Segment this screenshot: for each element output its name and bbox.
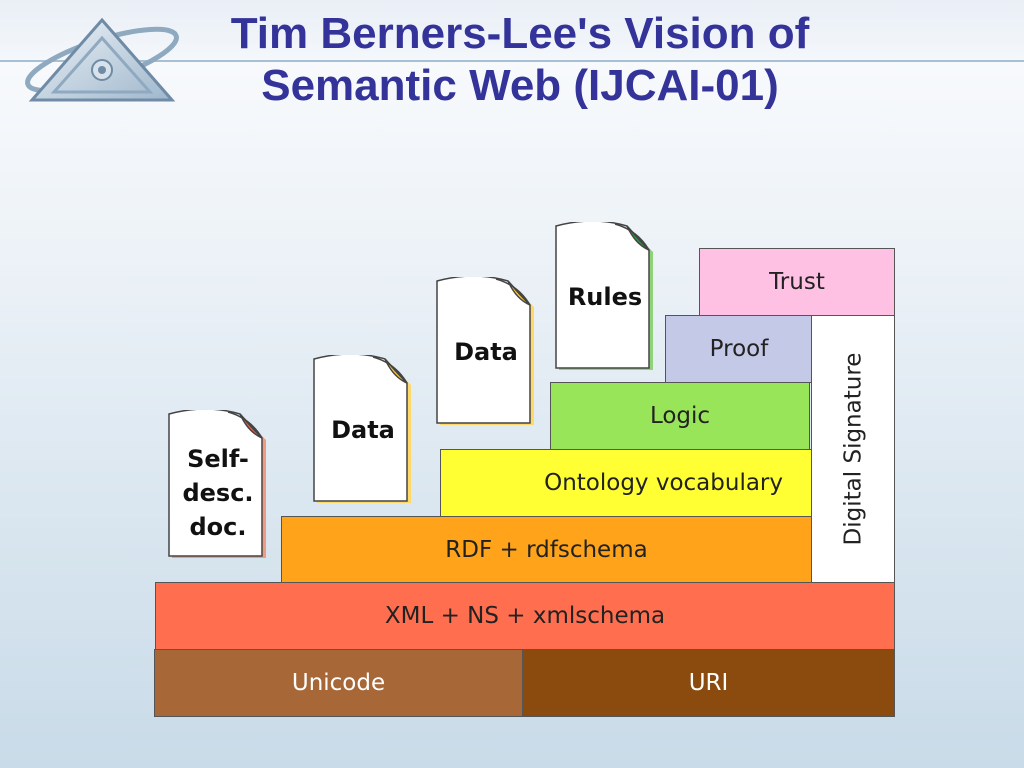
layer-uri-label: URI (688, 670, 729, 696)
layer-xml-ns-xmlschema: XML + NS + xmlschema (155, 582, 895, 650)
doc-data-2-label: Data (454, 338, 518, 366)
layer-uri: URI (522, 649, 895, 717)
layer-trust-label: Trust (769, 269, 825, 295)
title-divider (0, 60, 1024, 62)
layer-proof: Proof (665, 315, 813, 383)
doc-data-1: Data (313, 355, 413, 505)
layer-logic-label: Logic (649, 403, 711, 429)
layer-digital-signature-label: Digital Signature (840, 352, 866, 546)
slide-title-line-2: Semantic Web (IJCAI-01) (261, 61, 779, 110)
layer-unicode: Unicode (154, 649, 523, 717)
layer-proof-label: Proof (709, 336, 769, 362)
document-icon (555, 222, 653, 370)
slide-title-line-1: Tim Berners-Lee's Vision of (230, 9, 810, 58)
document-icon (168, 410, 266, 558)
doc-data-1-label: Data (331, 416, 395, 444)
doc-self-desc-label: Self- desc. doc. (182, 445, 254, 541)
layer-ontology-label: Ontology vocabulary (544, 470, 783, 496)
slide-title: Tim Berners-Lee's Vision of Semantic Web… (170, 8, 870, 112)
doc-rules: Rules (555, 222, 655, 372)
doc-data-2: Data (436, 277, 536, 427)
layer-xml-label: XML + NS + xmlschema (384, 603, 666, 629)
layer-ontology-vocabulary: Ontology vocabulary (440, 449, 812, 517)
layer-rdf-label: RDF + rdfschema (445, 537, 648, 563)
layer-digital-signature: Digital Signature (811, 315, 895, 583)
layer-trust: Trust (699, 248, 895, 316)
document-icon (313, 355, 411, 503)
layer-unicode-label: Unicode (291, 670, 386, 696)
document-icon (436, 277, 534, 425)
doc-self-desc: Self- desc. doc. (168, 410, 268, 560)
layer-logic: Logic (550, 382, 810, 450)
layer-rdf-rdfschema: RDF + rdfschema (281, 516, 812, 584)
triangle-eye-logo-icon (25, 17, 179, 102)
doc-rules-label: Rules (567, 283, 643, 311)
